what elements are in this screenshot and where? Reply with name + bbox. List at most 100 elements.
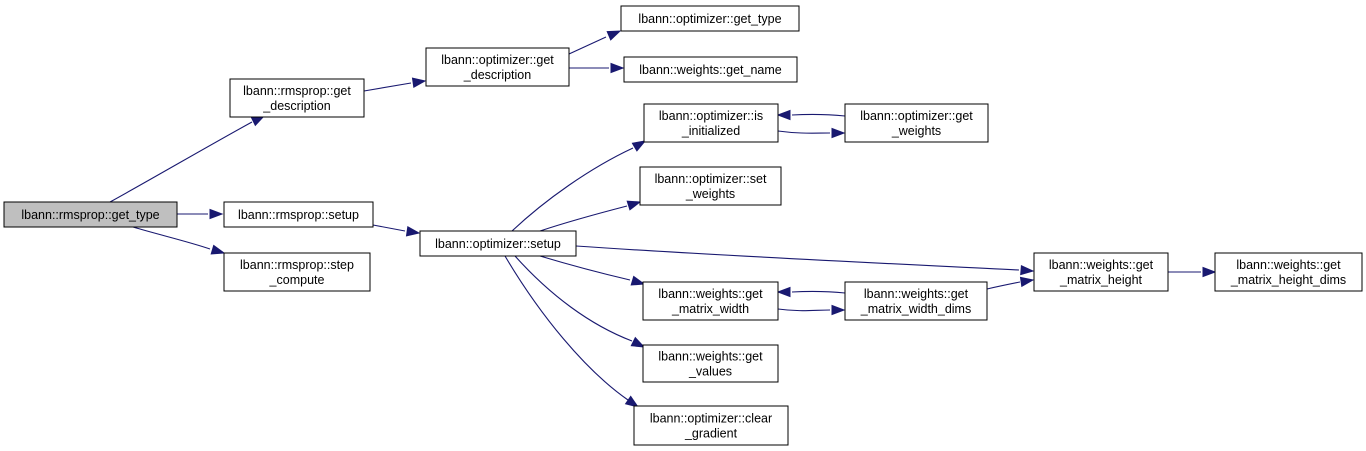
arrow-head-icon bbox=[626, 200, 642, 211]
arrow-head-icon bbox=[610, 62, 625, 74]
edge-opt_setup-to-opt_is_init bbox=[511, 140, 647, 232]
node-label-line: lbann::optimizer::clear bbox=[650, 412, 772, 426]
arrow-head-icon bbox=[210, 244, 226, 255]
node-w-mat-width-dims[interactable]: lbann::weights::get_matrix_width_dims bbox=[844, 281, 988, 321]
node-opt-setup[interactable]: lbann::optimizer::setup bbox=[419, 230, 577, 257]
node-label-line: lbann::optimizer::setup bbox=[435, 237, 561, 251]
node-box bbox=[642, 344, 779, 383]
node-box bbox=[633, 405, 789, 446]
edge-line bbox=[109, 121, 253, 203]
node-opt-clear-grad[interactable]: lbann::optimizer::clear_gradient bbox=[633, 405, 789, 446]
node-opt-set-w[interactable]: lbann::optimizer::set_weights bbox=[639, 166, 782, 206]
node-box bbox=[639, 166, 782, 206]
edge-rms_get_type-to-rms_get_desc bbox=[109, 115, 266, 203]
edge-line bbox=[539, 255, 631, 281]
edge-w_mat_height-to-w_mat_height_dims bbox=[1168, 266, 1217, 278]
node-opt-get-w[interactable]: lbann::optimizer::get_weights bbox=[844, 103, 989, 143]
node-box bbox=[1214, 252, 1363, 292]
node-rms-step[interactable]: lbann::rmsprop::step_compute bbox=[223, 252, 371, 292]
node-box bbox=[425, 47, 570, 87]
node-w-mat-height[interactable]: lbann::weights::get_matrix_height bbox=[1033, 252, 1169, 292]
arrow-head-icon bbox=[630, 336, 646, 348]
edge-w_mat_width_dims-to-w_mat_width bbox=[776, 286, 846, 298]
edge-line bbox=[777, 130, 831, 134]
node-box bbox=[1033, 252, 1169, 292]
node-label-line: lbann::weights::get bbox=[658, 350, 763, 364]
edge-line bbox=[363, 82, 412, 92]
node-label-line: _description bbox=[262, 99, 330, 113]
edge-rms_setup-to-opt_setup bbox=[372, 224, 421, 237]
edge-opt_setup-to-w_mat_width bbox=[539, 255, 646, 286]
edge-rms_get_type-to-rms_setup bbox=[177, 208, 224, 220]
arrow-head-icon bbox=[630, 275, 646, 286]
node-box bbox=[223, 201, 374, 228]
node-label-line: lbann::rmsprop::get bbox=[243, 84, 351, 98]
node-w-mat-height-dims[interactable]: lbann::weights::get_matrix_height_dims bbox=[1214, 252, 1363, 292]
node-rms-setup[interactable]: lbann::rmsprop::setup bbox=[223, 201, 374, 228]
node-label-line: _matrix_width bbox=[671, 302, 749, 316]
node-box bbox=[419, 230, 577, 257]
edge-line bbox=[986, 281, 1021, 290]
edge-rms_get_desc-to-opt_get_desc bbox=[363, 77, 427, 92]
node-box bbox=[229, 78, 365, 118]
node-box bbox=[223, 252, 371, 292]
arrow-head-icon bbox=[411, 77, 427, 88]
node-label-line: lbann::rmsprop::setup bbox=[238, 208, 359, 222]
arrow-head-icon bbox=[209, 208, 224, 220]
arrow-head-icon bbox=[1202, 266, 1217, 278]
node-label-line: lbann::optimizer::is bbox=[659, 109, 763, 123]
node-label-line: lbann::weights::get bbox=[1049, 258, 1154, 272]
node-opt-is-init[interactable]: lbann::optimizer::is_initialized bbox=[643, 103, 779, 143]
node-box bbox=[642, 281, 779, 321]
node-label-line: _matrix_height_dims bbox=[1230, 273, 1346, 287]
arrow-head-icon bbox=[606, 30, 622, 41]
edge-line bbox=[777, 308, 831, 312]
edge-line bbox=[791, 290, 846, 294]
arrow-head-icon bbox=[831, 127, 846, 139]
node-opt-get-type[interactable]: lbann::optimizer::get_type bbox=[620, 5, 800, 32]
node-label-line: lbann::weights::get bbox=[658, 287, 763, 301]
arrow-head-icon bbox=[776, 109, 791, 121]
node-label-line: _weights bbox=[891, 124, 941, 138]
node-opt-get-desc[interactable]: lbann::optimizer::get_description bbox=[425, 47, 570, 87]
node-label-line: _compute bbox=[269, 273, 325, 287]
arrow-head-icon bbox=[776, 286, 791, 298]
node-label-line: lbann::optimizer::set bbox=[655, 172, 767, 186]
edge-line bbox=[372, 224, 406, 232]
edge-opt_get_desc-to-w_get_name bbox=[569, 62, 625, 74]
node-label-line: _description bbox=[463, 68, 531, 82]
arrow-head-icon bbox=[831, 304, 846, 316]
nodes-layer: lbann::rmsprop::get_typelbann::rmsprop::… bbox=[3, 5, 1363, 446]
node-box bbox=[620, 5, 800, 32]
arrow-head-icon bbox=[624, 395, 640, 408]
edge-opt_setup-to-opt_set_w bbox=[539, 200, 642, 232]
node-rms-get-desc[interactable]: lbann::rmsprop::get_description bbox=[229, 78, 365, 118]
edge-line bbox=[511, 147, 634, 232]
node-label-line: _matrix_width_dims bbox=[860, 302, 971, 316]
edge-rms_get_type-to-rms_step bbox=[132, 226, 226, 255]
node-label-line: lbann::optimizer::get bbox=[441, 53, 554, 67]
edge-line bbox=[791, 113, 846, 117]
node-label-line: _initialized bbox=[681, 124, 740, 138]
node-label-line: lbann::rmsprop::step bbox=[240, 258, 354, 272]
arrow-head-icon bbox=[1019, 276, 1035, 288]
node-w-get-name[interactable]: lbann::weights::get_name bbox=[623, 56, 798, 83]
arrow-head-icon bbox=[1020, 264, 1035, 276]
edge-line bbox=[575, 245, 1020, 271]
node-label-line: lbann::optimizer::get bbox=[860, 109, 973, 123]
node-box bbox=[3, 201, 178, 228]
edge-w_mat_width_dims-to-w_mat_height bbox=[986, 276, 1035, 290]
edge-opt_is_init-to-opt_get_w bbox=[777, 127, 846, 139]
node-box bbox=[643, 103, 779, 143]
edge-line bbox=[568, 36, 607, 55]
node-w-mat-width[interactable]: lbann::weights::get_matrix_width bbox=[642, 281, 779, 321]
arrow-head-icon bbox=[631, 140, 647, 152]
node-rms-get-type[interactable]: lbann::rmsprop::get_type bbox=[3, 201, 178, 228]
edge-opt_get_w-to-opt_is_init bbox=[776, 109, 846, 121]
node-box bbox=[844, 281, 988, 321]
edge-line bbox=[132, 226, 211, 250]
arrow-head-icon bbox=[405, 226, 421, 237]
node-box bbox=[623, 56, 798, 83]
node-w-values[interactable]: lbann::weights::get_values bbox=[642, 344, 779, 383]
